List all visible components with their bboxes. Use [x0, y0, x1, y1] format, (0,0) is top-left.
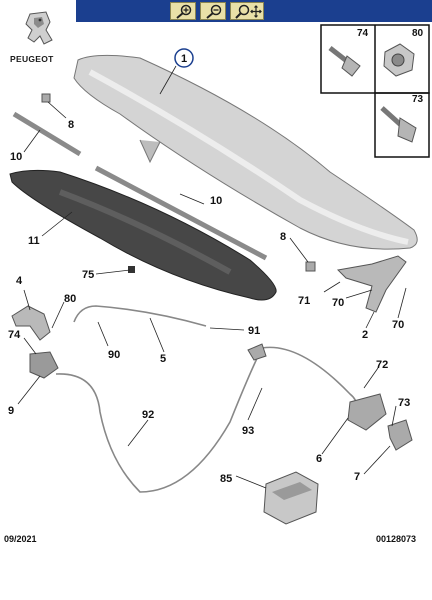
pan-button[interactable] — [230, 2, 264, 20]
part-label-6[interactable]: 6 — [316, 453, 322, 465]
part-label-8a[interactable]: 8 — [68, 119, 74, 131]
leader-lines — [17, 65, 407, 489]
part-label-90[interactable]: 90 — [108, 349, 120, 361]
part-label-9[interactable]: 9 — [8, 405, 14, 417]
part-label-75[interactable]: 75 — [82, 269, 94, 281]
diagram-date: 09/2021 — [4, 534, 37, 544]
safety-catch — [29, 351, 59, 379]
cable-grommet — [247, 343, 267, 361]
part-label-2[interactable]: 2 — [362, 329, 368, 341]
bolt-74-icon — [328, 46, 361, 77]
inset-label-74[interactable]: 74 — [357, 28, 369, 39]
part-label-10a[interactable]: 10 — [10, 151, 22, 163]
seal-strip-right — [94, 165, 268, 261]
diagram-reference: 00128073 — [376, 534, 417, 544]
zoom-out-button[interactable] — [200, 2, 226, 20]
part-label-73[interactable]: 73 — [398, 397, 410, 409]
release-cable — [55, 346, 358, 493]
lock-striker — [387, 419, 413, 451]
part-label-71[interactable]: 71 — [298, 295, 310, 307]
brand-name: PEUGEOT — [10, 54, 54, 64]
magnifier-plus-icon — [176, 4, 192, 19]
part-label-85[interactable]: 85 — [220, 473, 232, 485]
part-label-11[interactable]: 11 — [28, 235, 40, 247]
part-label-80[interactable]: 80 — [64, 293, 76, 305]
part-label-1[interactable]: 1 — [181, 53, 187, 65]
prop-rod — [73, 305, 207, 327]
top-toolbar — [0, 0, 432, 22]
part-label-70a[interactable]: 70 — [332, 297, 344, 309]
magnifier-minus-icon — [206, 4, 222, 19]
release-module — [263, 471, 319, 525]
part-label-4[interactable]: 4 — [16, 275, 23, 287]
part-label-7[interactable]: 7 — [354, 471, 360, 483]
part-labels: 1 8 10 11 10 8 75 4 80 74 9 90 5 91 92 9… — [8, 28, 424, 485]
inset-label-80[interactable]: 80 — [412, 28, 424, 39]
part-label-70b[interactable]: 70 — [392, 319, 404, 331]
parts-diagram: 1 8 10 11 10 8 75 4 80 74 9 90 5 91 92 9… — [8, 24, 430, 525]
part-label-74[interactable]: 74 — [8, 329, 21, 341]
bonnet-lock — [347, 393, 387, 431]
hinge-right — [336, 255, 407, 313]
part-label-92[interactable]: 92 — [142, 409, 154, 421]
part-label-72[interactable]: 72 — [376, 359, 388, 371]
brand-logo: PEUGEOT — [0, 0, 76, 72]
fastener-inset — [320, 24, 430, 158]
bonnet-panel — [73, 54, 418, 250]
insulation-pad — [9, 169, 277, 301]
part-label-5[interactable]: 5 — [160, 353, 166, 365]
seal-strip-left — [12, 111, 82, 157]
clip-8-right — [305, 261, 316, 272]
part-label-8b[interactable]: 8 — [280, 231, 286, 243]
bolt-73-icon — [380, 106, 417, 143]
zoom-in-button[interactable] — [170, 2, 196, 20]
callout-circle-1 — [174, 48, 194, 68]
inset-label-73[interactable]: 73 — [412, 94, 424, 105]
part-label-91[interactable]: 91 — [248, 325, 260, 337]
part-label-93[interactable]: 93 — [242, 425, 254, 437]
clip-75 — [128, 266, 135, 273]
bonnet-hinge-bracket — [139, 139, 161, 164]
magnifier-move-icon — [235, 4, 262, 19]
lion-emblem-icon — [25, 11, 53, 45]
clip-8-left — [41, 93, 51, 103]
nut-80-icon — [383, 43, 415, 77]
part-label-10b[interactable]: 10 — [210, 195, 222, 207]
bracket-left — [11, 305, 51, 341]
